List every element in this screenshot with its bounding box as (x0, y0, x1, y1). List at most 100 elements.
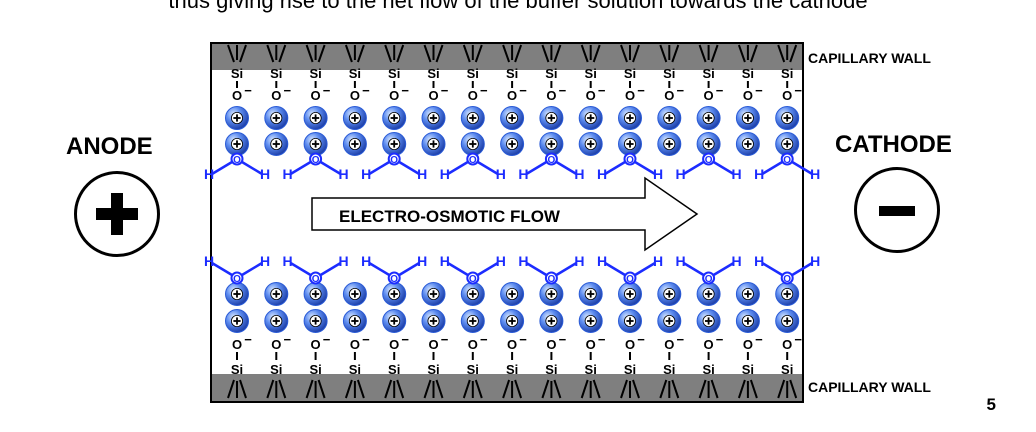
flow-label: ELECTRO-OSMOTIC FLOW (339, 207, 561, 226)
bottom-oxygen-13: O (704, 337, 714, 352)
bottom-oxygen-charge-11: − (637, 332, 645, 347)
bottom-oxygen-10: O (586, 337, 596, 352)
bottom-oxygen-14: O (743, 337, 753, 352)
top-cation-a-5: + (382, 106, 407, 130)
bottom-cation-b-5: + (382, 309, 407, 333)
top-oxygen-9: O (546, 88, 556, 103)
top-water-6: O H H (597, 152, 663, 182)
bottom-water-3-oxygen: O (390, 274, 398, 285)
bottom-cation-a-15: + (775, 282, 800, 306)
bottom-oxygen-3: O (311, 337, 321, 352)
cathode-minus-icon (854, 167, 940, 253)
bottom-cation-b-9: + (539, 309, 564, 333)
bottom-cation-a-13: + (696, 282, 721, 306)
bottom-water-1-hydrogen-left: H (204, 253, 214, 269)
top-cation-b-12: + (657, 132, 682, 156)
top-silanol-3: SiO−++ (303, 44, 331, 156)
top-oxygen-charge-13: − (716, 83, 724, 98)
top-cation-a-7: + (460, 106, 485, 130)
top-silanol-11: SiO−++ (618, 44, 645, 156)
anode-label: ANODE (66, 133, 153, 160)
bottom-water-8-oxygen: O (783, 274, 791, 285)
top-silanol-8: SiO−++ (500, 44, 527, 156)
bottom-oxygen-11: O (625, 337, 635, 352)
bottom-oxygen-1: O (232, 337, 242, 352)
top-oxygen-charge-12: − (677, 83, 685, 98)
top-water-6-hydrogen-left: H (597, 166, 607, 182)
top-oxygen-charge-14: − (755, 83, 763, 98)
bottom-oxygen-7: O (468, 337, 478, 352)
bottom-oxygen-12: O (664, 337, 674, 352)
top-silicon-10: Si (585, 66, 597, 81)
top-silanol-4: SiO−++ (342, 44, 370, 156)
top-water-6-hydrogen-right: H (653, 166, 663, 182)
bottom-cation-b-6: + (421, 309, 446, 333)
top-water-5-hydrogen-right: H (574, 166, 584, 182)
top-cation-a-15: + (775, 106, 800, 130)
top-oxygen-14: O (743, 88, 753, 103)
bottom-silanol-12: ++O−Si (657, 282, 685, 399)
top-cation-b-9: + (539, 132, 564, 156)
top-cation-a-12: + (657, 106, 682, 130)
top-oxygen-charge-5: − (401, 83, 409, 98)
bottom-silicon-15: Si (781, 362, 793, 377)
top-cation-a-14: + (735, 106, 760, 130)
bottom-cation-a-12: + (657, 282, 682, 306)
top-water-6-oxygen: O (626, 155, 634, 166)
bottom-silicon-11: Si (624, 362, 636, 377)
top-cation-b-11: + (618, 132, 642, 156)
bottom-cation-b-8: + (500, 309, 525, 333)
top-silicon-5: Si (388, 66, 400, 81)
top-oxygen-charge-11: − (637, 83, 645, 98)
top-oxygen-10: O (586, 88, 596, 103)
flow-arrow-shape (311, 176, 699, 252)
top-oxygen-5: O (389, 88, 399, 103)
top-oxygen-13: O (704, 88, 714, 103)
top-water-5-hydrogen-left: H (518, 166, 528, 182)
bottom-silanol-10: ++O−Si (578, 282, 606, 399)
top-water-7-hydrogen-right: H (732, 166, 742, 182)
top-cation-a-8: + (500, 106, 525, 130)
bottom-water-2-oxygen: O (312, 274, 320, 285)
bottom-oxygen-charge-6: − (441, 332, 449, 347)
bottom-oxygen-charge-1: − (244, 332, 252, 347)
bottom-silicon-2: Si (270, 362, 282, 377)
flow-arrow: ELECTRO-OSMOTIC FLOW (311, 176, 699, 252)
top-capillary-wall-label: CAPILLARY WALL (808, 50, 931, 66)
top-silanol-2: SiO−++ (264, 44, 292, 156)
top-silicon-8: Si (506, 66, 518, 81)
bottom-silicon-10: Si (585, 362, 597, 377)
bottom-water-6-hydrogen-left: H (597, 253, 607, 269)
top-cation-b-5: + (382, 132, 407, 156)
top-silicon-7: Si (467, 66, 479, 81)
bottom-cation-a-6: + (421, 282, 446, 306)
bottom-oxygen-charge-9: − (559, 332, 567, 347)
top-water-8-hydrogen-left: H (754, 166, 764, 182)
top-cation-b-1: + (225, 132, 249, 156)
bottom-oxygen-8: O (507, 337, 517, 352)
top-silicon-14: Si (742, 66, 754, 81)
bottom-water-4-hydrogen-left: H (440, 253, 450, 269)
bottom-oxygen-charge-3: − (323, 332, 331, 347)
bottom-silicon-1: Si (231, 362, 243, 377)
bottom-silanol-8: ++O−Si (500, 282, 527, 399)
bottom-cation-a-3: + (303, 282, 328, 306)
bottom-silanol-2: ++O−Si (264, 282, 292, 399)
top-silicon-6: Si (427, 66, 439, 81)
bottom-cation-a-2: + (264, 282, 289, 306)
bottom-water-4-oxygen: O (469, 274, 477, 285)
top-oxygen-charge-1: − (244, 83, 252, 98)
bottom-cation-a-10: + (578, 282, 603, 306)
top-cation-a-2: + (264, 106, 289, 130)
bottom-silicon-13: Si (702, 362, 714, 377)
top-cation-a-13: + (696, 106, 721, 130)
top-cation-a-10: + (578, 106, 603, 130)
